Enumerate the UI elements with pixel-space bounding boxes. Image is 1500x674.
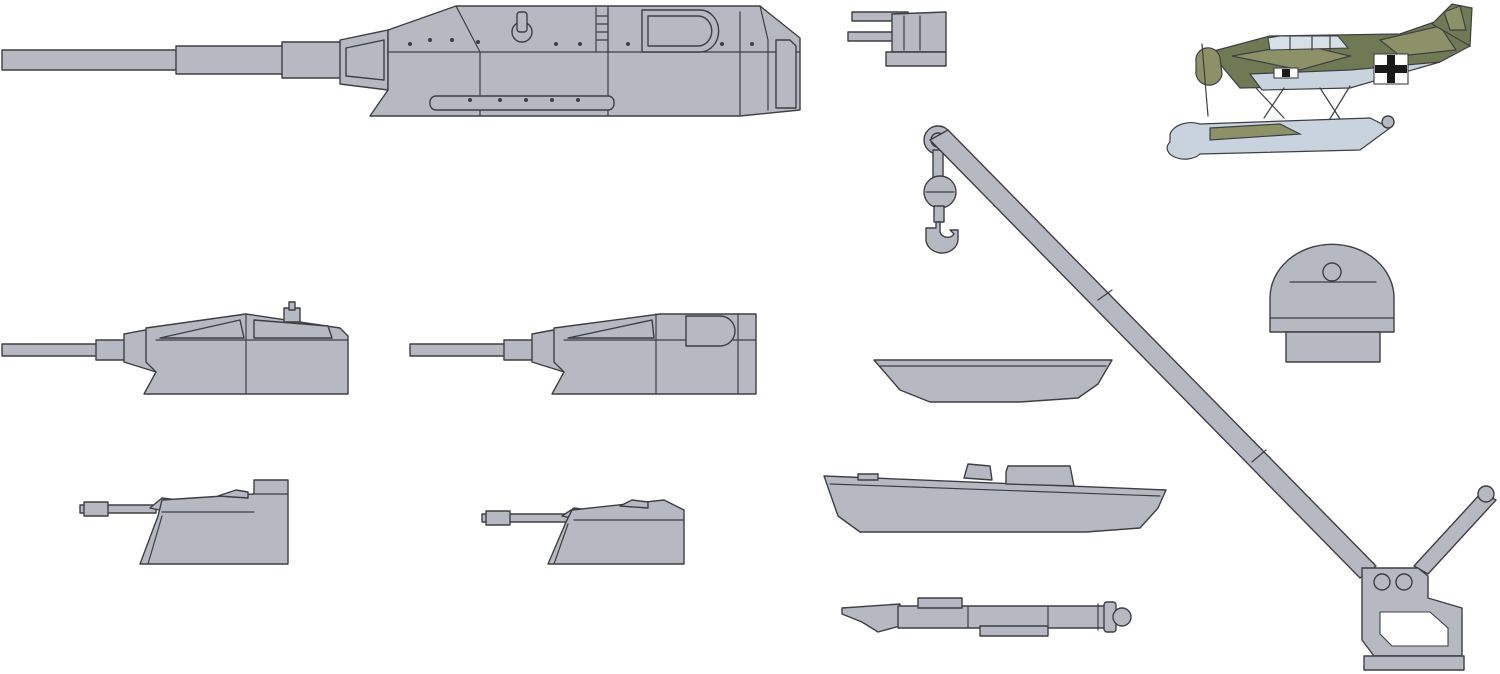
small-gun-mount-left [79,479,289,565]
secondary-turret-left [1,301,349,395]
secondary-turret-right [409,313,757,395]
main-turret [1,5,801,117]
open-boat [873,359,1113,403]
small-gun-mount-right [481,499,685,565]
torpedo-tube [841,597,1132,637]
crane-boom [929,129,1497,671]
motor-launch [823,463,1167,533]
twin-aa-mount [847,11,947,67]
searchlight [1269,243,1395,363]
floatplane [1166,3,1473,160]
